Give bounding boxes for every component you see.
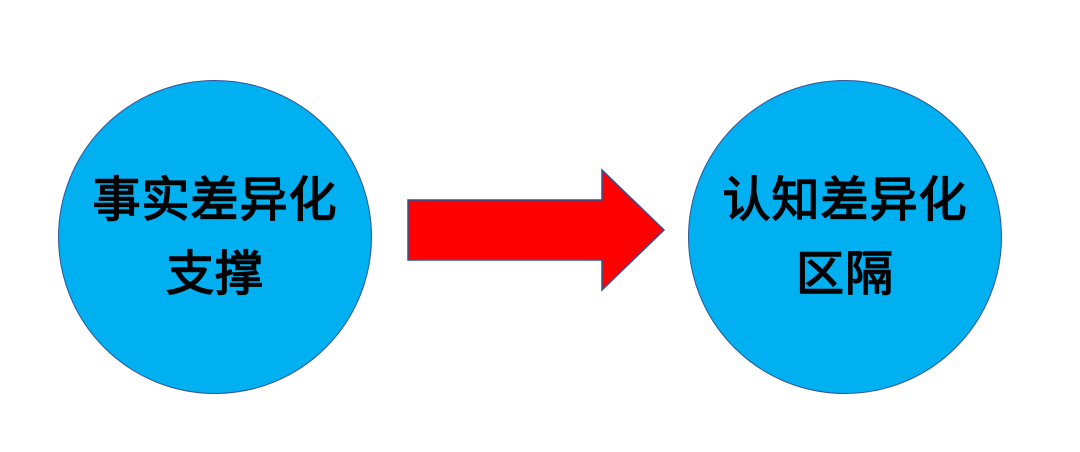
left-node-label-line2: 支撑: [165, 246, 264, 302]
right-node-label-line2: 区隔: [795, 246, 894, 302]
right-node-cognitive-differentiation: 认知差异化 区隔: [688, 80, 1002, 394]
arrow-shape: [407, 168, 666, 292]
right-arrow-icon: [407, 168, 666, 292]
right-node-label-line1: 认知差异化: [722, 172, 968, 228]
left-node-fact-differentiation: 事实差异化 支撑: [58, 80, 372, 394]
left-node-label-line1: 事实差异化: [92, 172, 338, 228]
